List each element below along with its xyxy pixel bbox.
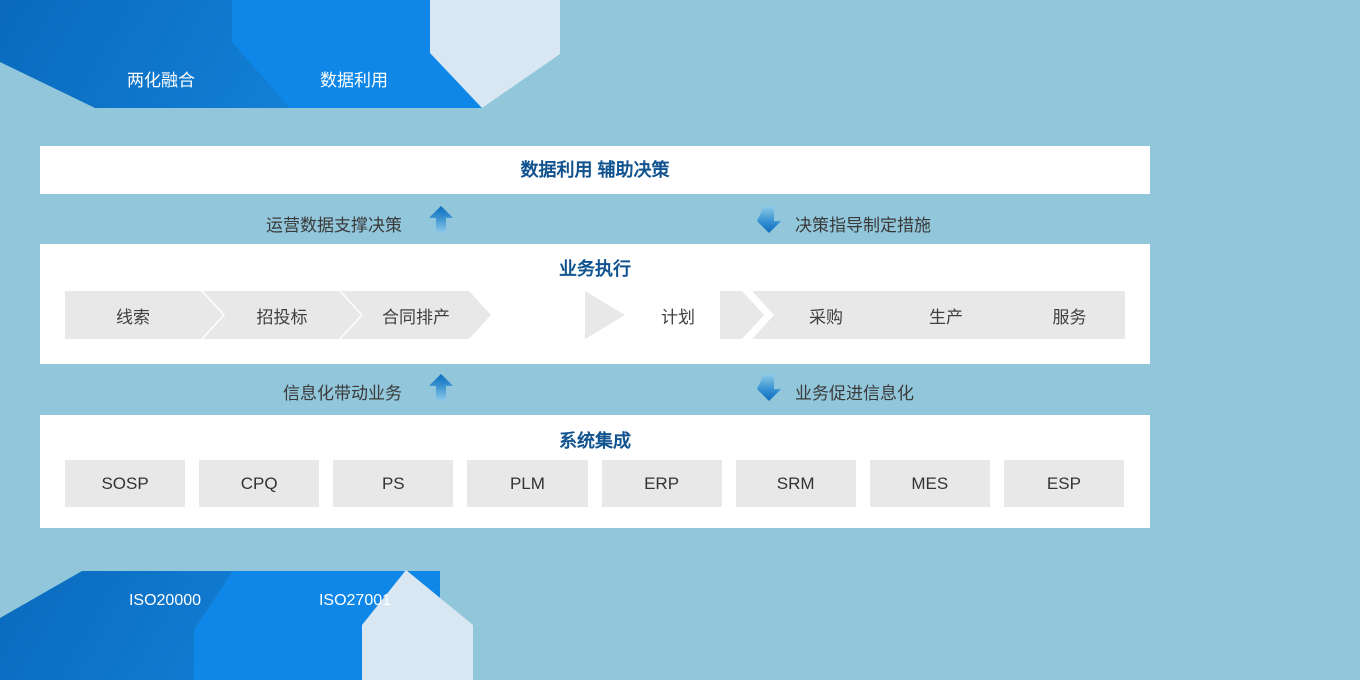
up-arrow-icon <box>429 206 453 233</box>
system-box-plm: PLM <box>467 460 588 507</box>
system-box-esp: ESP <box>1003 460 1124 507</box>
step-plan: 计划 <box>661 307 695 327</box>
tab-iso20000[interactable]: ISO20000 <box>128 592 202 609</box>
execution-title: 业务执行 <box>559 259 631 279</box>
right-triangle-icon <box>585 291 625 339</box>
banner-title: 数据利用 辅助决策 <box>520 160 670 180</box>
tab-lianghua-ronghe[interactable]: 两化融合 <box>127 71 195 90</box>
flow-label-it-drives-business: 信息化带动业务 <box>283 384 402 403</box>
flow-label-data-supports-decision: 运营数据支撑决策 <box>266 216 402 235</box>
system-box-erp: ERP <box>601 460 722 507</box>
step-contract-scheduling: 合同排产 <box>341 291 491 339</box>
system-integration-panel: 系统集成 SOSP CPQ PS PLM ERP SRM MES ESP <box>40 415 1150 528</box>
business-execution-panel: 业务执行 线索 招投标 合同排产 计划 采购 生产 服务 <box>40 244 1150 364</box>
down-arrow-icon <box>757 206 781 233</box>
system-box-sosp: SOSP <box>65 460 186 507</box>
flow-label-decision-guides-measures: 决策指导制定措施 <box>795 216 931 235</box>
system-box-ps: PS <box>333 460 454 507</box>
flow-label-business-promotes-it: 业务促进信息化 <box>795 384 914 403</box>
up-arrow-icon <box>429 374 453 401</box>
step-production: 生产 <box>872 291 1020 339</box>
step-leads: 线索 <box>65 291 223 339</box>
system-box-mes: MES <box>869 460 990 507</box>
system-box-srm: SRM <box>735 460 856 507</box>
integration-title: 系统集成 <box>559 431 631 451</box>
chevron-sliver-shape <box>720 291 764 339</box>
step-procurement: 采购 <box>752 291 900 339</box>
decision-support-banner: 数据利用 辅助决策 <box>40 146 1150 194</box>
system-box-cpq: CPQ <box>199 460 320 507</box>
down-arrow-icon <box>757 374 781 401</box>
step-bidding: 招投标 <box>203 291 361 339</box>
system-box-row: SOSP CPQ PS PLM ERP SRM MES ESP <box>65 460 1124 507</box>
tab-iso27001[interactable]: ISO27001 <box>318 592 392 609</box>
step-service: 服务 <box>992 291 1125 339</box>
tab-shuju-liyong[interactable]: 数据利用 <box>320 71 388 90</box>
